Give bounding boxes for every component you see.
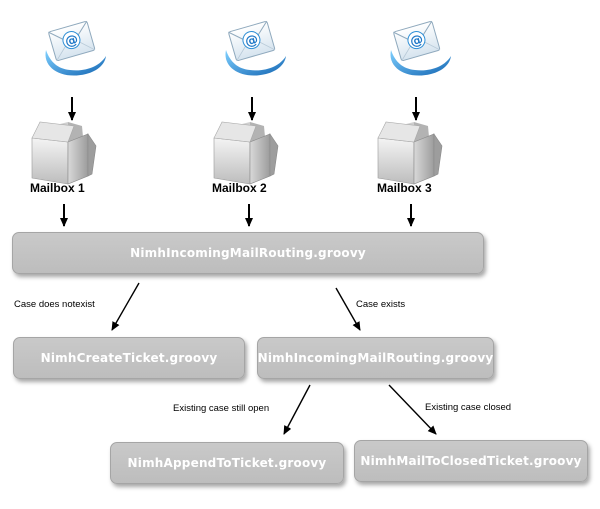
edge-label-case-exists: Case exists: [356, 299, 406, 310]
mailbox-label-2: Mailbox 2: [212, 181, 267, 195]
mailbox-icon: [213, 121, 279, 185]
node-routing-main: NimhIncomingMailRouting.groovy: [12, 232, 484, 274]
node-append-ticket: NimhAppendToTicket.groovy: [110, 442, 344, 484]
email-icon: [224, 20, 287, 77]
mailbox-icon: [31, 121, 97, 185]
edge-label-case-closed: Existing case closed: [425, 402, 512, 413]
edge-label-case-not-exist: Case does notexist: [14, 299, 95, 310]
arrow-to-closed-ticket: [388, 384, 437, 435]
email-icon: [389, 20, 452, 77]
arrow-to-create-ticket: [111, 282, 140, 331]
edge-label-case-open: Existing case still open: [173, 403, 270, 414]
node-routing-secondary: NimhIncomingMailRouting.groovy: [257, 337, 494, 379]
mailbox-label-3: Mailbox 3: [377, 181, 432, 195]
email-icon: [44, 20, 107, 77]
mailbox-label-1: Mailbox 1: [30, 181, 85, 195]
arrow-to-append-ticket: [283, 384, 311, 435]
node-closed-ticket: NimhMailToClosedTicket.groovy: [354, 440, 588, 482]
arrow-to-routing-secondary: [335, 287, 361, 331]
mailbox-icon: [377, 121, 443, 185]
node-create-ticket: NimhCreateTicket.groovy: [13, 337, 245, 379]
